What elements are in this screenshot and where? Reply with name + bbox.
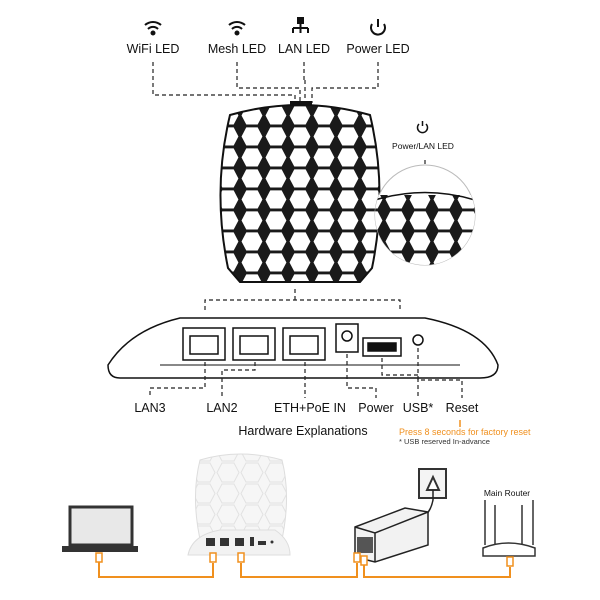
- wall-outlet-icon: [418, 468, 447, 519]
- wifi-led-label: WiFi LED: [126, 42, 180, 56]
- eth-poe-label: ETH+PoE IN: [274, 401, 346, 415]
- main-router-icon: [482, 500, 536, 557]
- lan-led-label: LAN LED: [277, 42, 331, 56]
- usb-label: USB*: [402, 401, 434, 415]
- ethernet-cables: [95, 552, 514, 578]
- led-leader-lines: [152, 62, 426, 310]
- port-leader-lines: [149, 348, 463, 398]
- reset-label: Reset: [445, 401, 479, 415]
- lan3-label: LAN3: [134, 401, 166, 415]
- reset-note: Press 8 seconds for factory reset: [399, 427, 531, 437]
- poe-injector-icon: [354, 507, 429, 563]
- wifi-icon: [144, 21, 162, 36]
- power-lan-led-zoom: [374, 164, 476, 266]
- power-icon: [370, 19, 386, 36]
- power-led-label: Power LED: [346, 42, 410, 56]
- usb-note: * USB reserved In-advance: [399, 437, 490, 446]
- mesh-led-label: Mesh LED: [207, 42, 267, 56]
- lan2-label: LAN2: [206, 401, 238, 415]
- mesh-wifi-icon: [228, 21, 246, 36]
- device-top-view: [219, 101, 381, 283]
- power-lan-led-label: Power/LAN LED: [392, 141, 454, 151]
- device-port-side: [107, 317, 499, 379]
- main-router-label: Main Router: [483, 488, 531, 498]
- lan-icon: [292, 17, 309, 33]
- section-title: Hardware Explanations: [238, 424, 368, 438]
- power-icon: [416, 121, 429, 134]
- mesh-device-photo: [187, 453, 291, 556]
- power-port-label: Power: [358, 401, 394, 415]
- laptop-icon: [62, 505, 138, 552]
